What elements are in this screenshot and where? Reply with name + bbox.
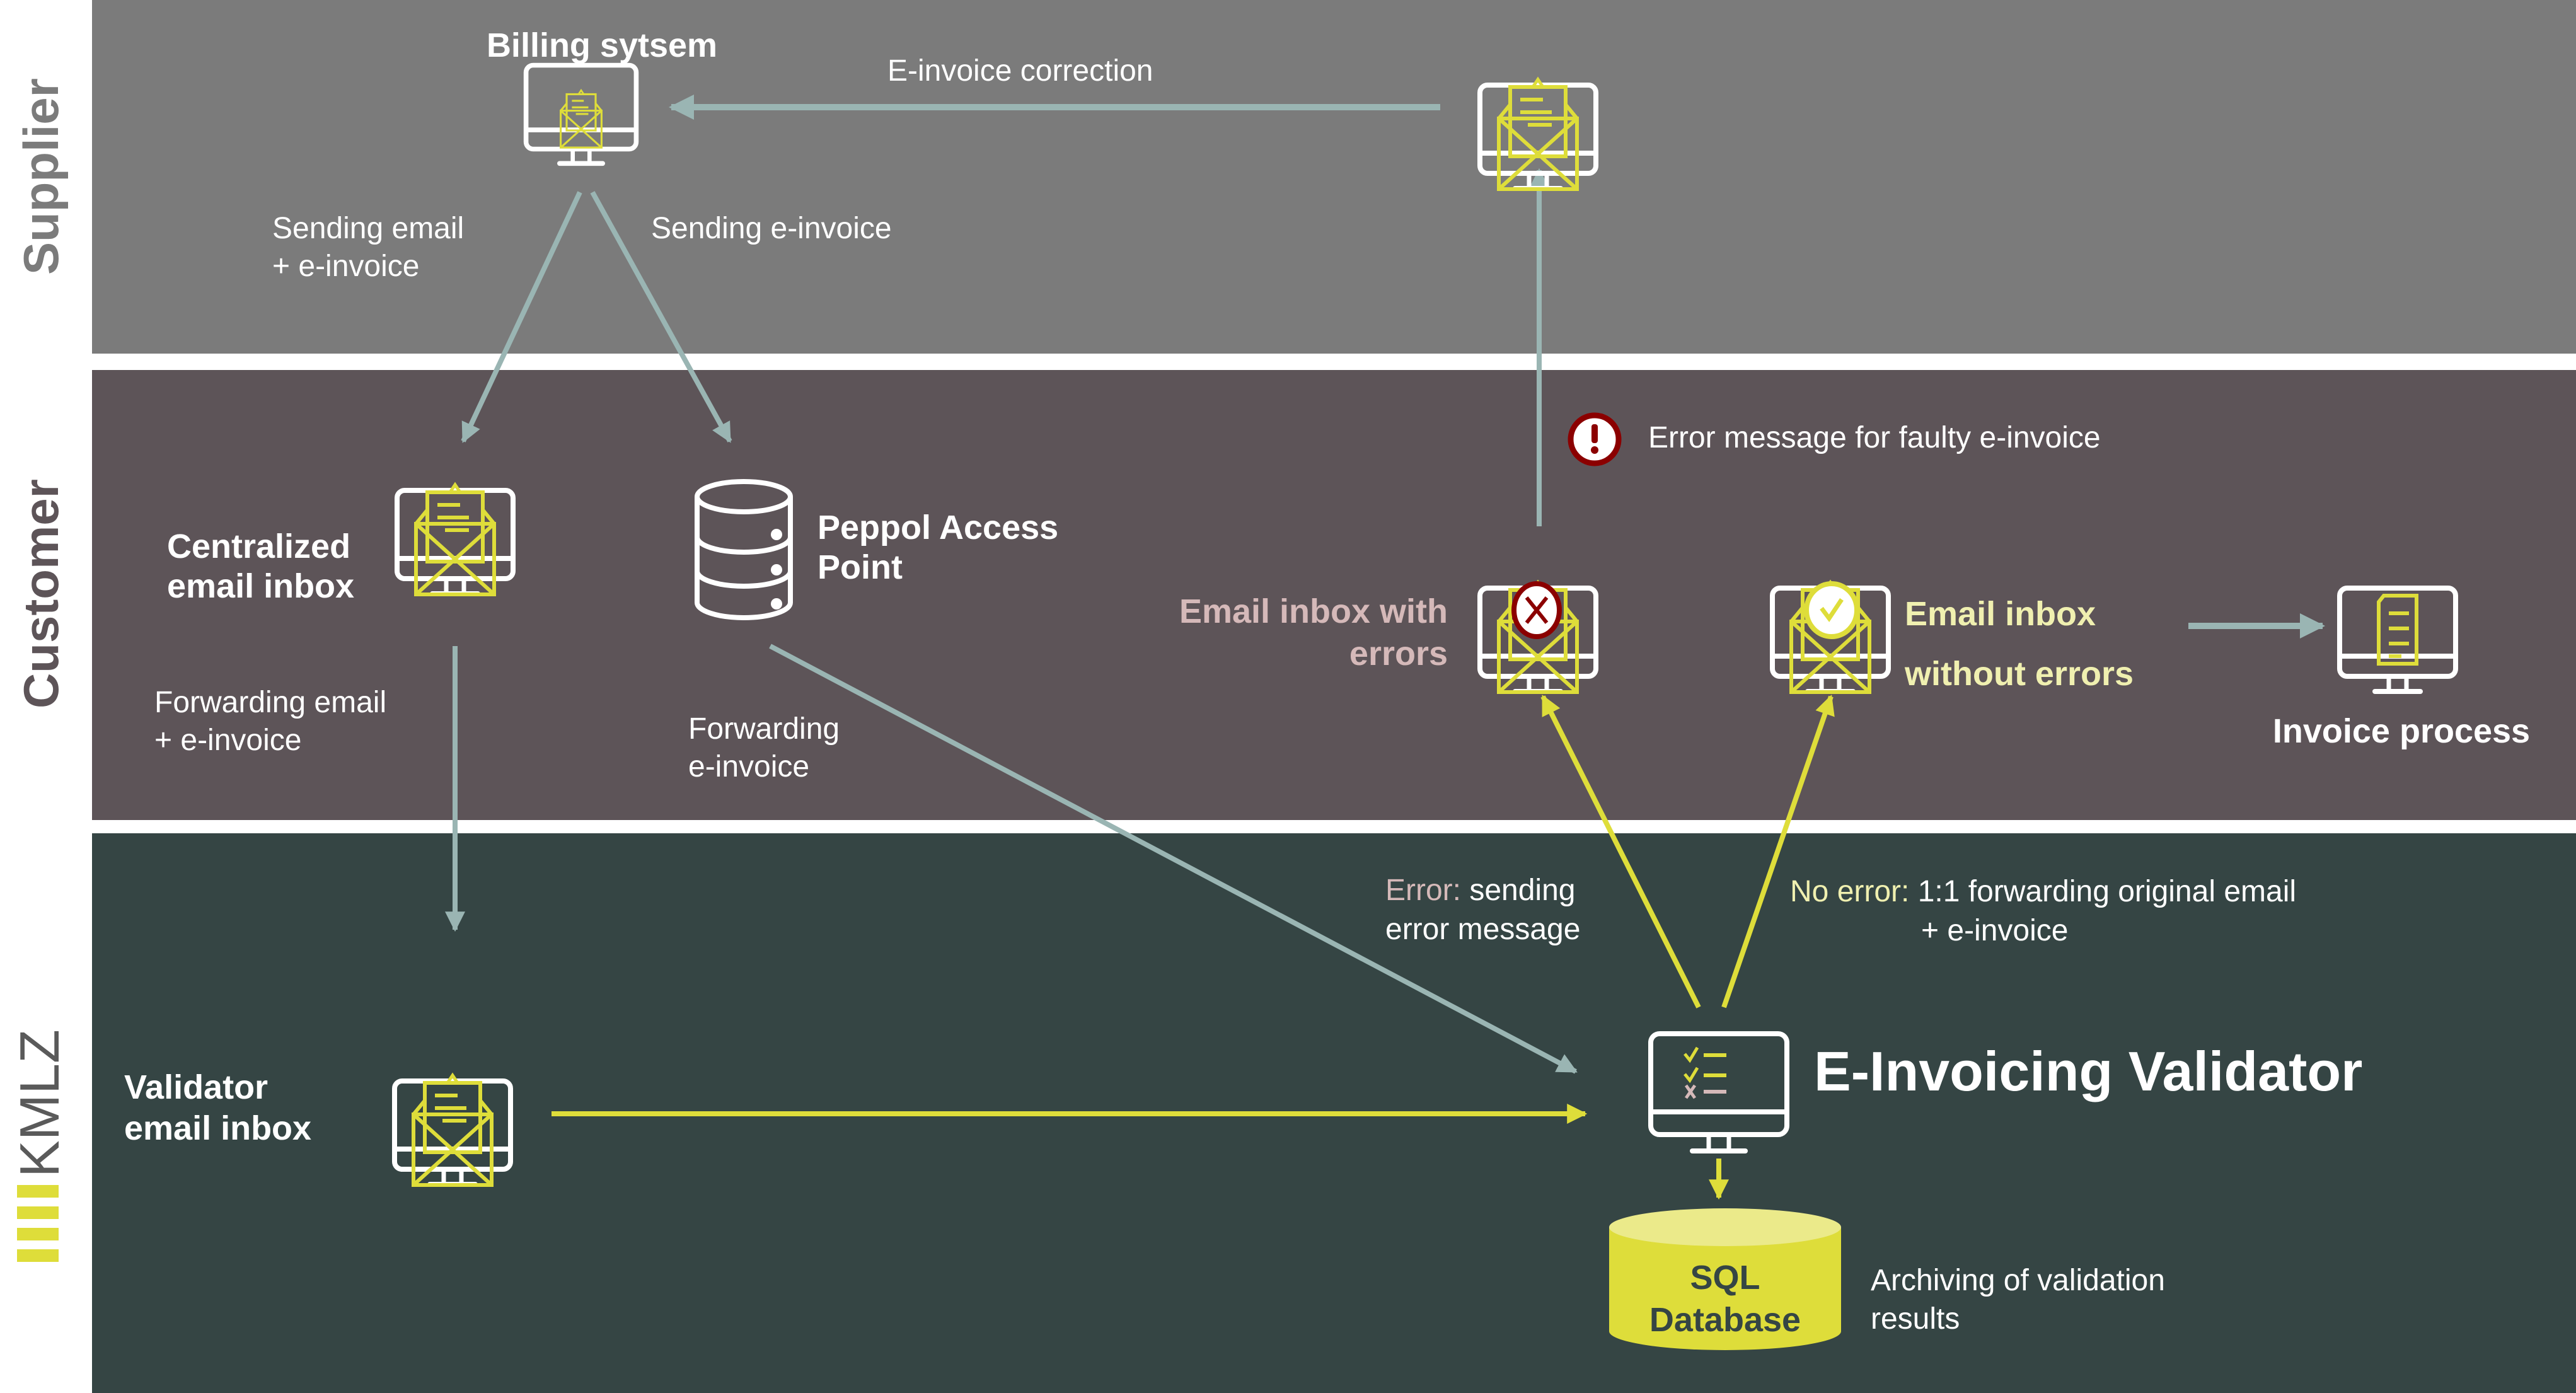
central-inbox-label-l1: Centralized (167, 528, 350, 565)
error-branch-label-l2: error message (1385, 913, 1580, 946)
accept-icon (1804, 581, 1859, 639)
inbox-errors-label-l1: Email inbox with (1179, 592, 1448, 630)
sql-label-l2: Database (1649, 1301, 1801, 1339)
error-branch-label-l1: Error: sending (1385, 874, 1575, 907)
arrow-billing-to-peppol (590, 191, 732, 443)
customer-band (92, 370, 2576, 820)
archive-label-l2: results (1871, 1302, 1960, 1336)
arrow-peppol-to-validator (769, 644, 1578, 1074)
central-inbox-label-l2: email inbox (167, 567, 354, 605)
inbox-errors-label-l2: errors (1349, 635, 1448, 673)
kmlz-logo-text: KMLZ (8, 1029, 71, 1177)
peppol-database-icon (695, 479, 793, 620)
arrows (445, 95, 2325, 1200)
peppol-label-l2: Point (817, 548, 903, 586)
sending-einvoice-label: Sending e-invoice (651, 212, 892, 245)
inbox-errors-icon (1480, 582, 1596, 692)
noerror-branch-label-l2: + e-invoice (1921, 914, 2068, 947)
validator-inbox-label-l1: Validator (124, 1068, 268, 1106)
validator-inbox-label-l2: email inbox (124, 1109, 311, 1147)
arrow-validator-to-ok-inbox (1721, 694, 1835, 1009)
forwarding-einvoice-label-l1: Forwarding (688, 712, 840, 746)
archive-label-l1: Archiving of validation (1871, 1264, 2165, 1297)
error-text: sending (1461, 874, 1575, 907)
noerror-prefix: No error: (1790, 875, 1909, 908)
sql-label-l1: SQL (1690, 1259, 1760, 1297)
validator-checklist-icon (1648, 1031, 1789, 1153)
inbox-ok-icon (1772, 582, 1888, 692)
error-prefix: Error: (1385, 874, 1461, 907)
arrow-validator-to-error-inbox (1540, 695, 1701, 1009)
forwarding-email-label-l2: + e-invoice (154, 724, 301, 757)
sending-email-label-l2: + e-invoice (272, 250, 419, 283)
validator-title: E-Invoicing Validator (1814, 1040, 2362, 1102)
sending-email-label-l1: Sending email (272, 212, 464, 245)
invoice-process-label: Invoice process (2273, 712, 2530, 750)
error-message-label: Error message for faulty e-invoice (1648, 421, 2101, 454)
arrow-billing-to-central (461, 191, 582, 443)
noerror-text: 1:1 forwarding original email (1909, 875, 2296, 908)
supplier-band (92, 0, 2576, 354)
inbox-ok-label-l1: Email inbox (1905, 595, 2096, 633)
correction-label: E-invoice correction (887, 54, 1153, 88)
noerror-branch-label-l1: No error: 1:1 forwarding original email (1790, 875, 2296, 908)
inbox-ok-label-l2: without errors (1904, 655, 2134, 693)
lane-label-supplier: Supplier (13, 78, 69, 275)
billing-system-title: Billing sytsem (487, 26, 717, 64)
sql-database-icon (1609, 1208, 1841, 1350)
peppol-label-l1: Peppol Access (817, 509, 1058, 546)
error-icon (1568, 412, 1622, 466)
forwarding-einvoice-label-l2: e-invoice (688, 750, 809, 783)
billing-system-icon (523, 62, 639, 166)
invoice-process-icon (2340, 588, 2456, 691)
forwarding-email-label-l1: Forwarding email (154, 686, 386, 719)
kmlz-logo: KMLZ (8, 1029, 71, 1262)
lane-label-customer: Customer (13, 479, 69, 708)
